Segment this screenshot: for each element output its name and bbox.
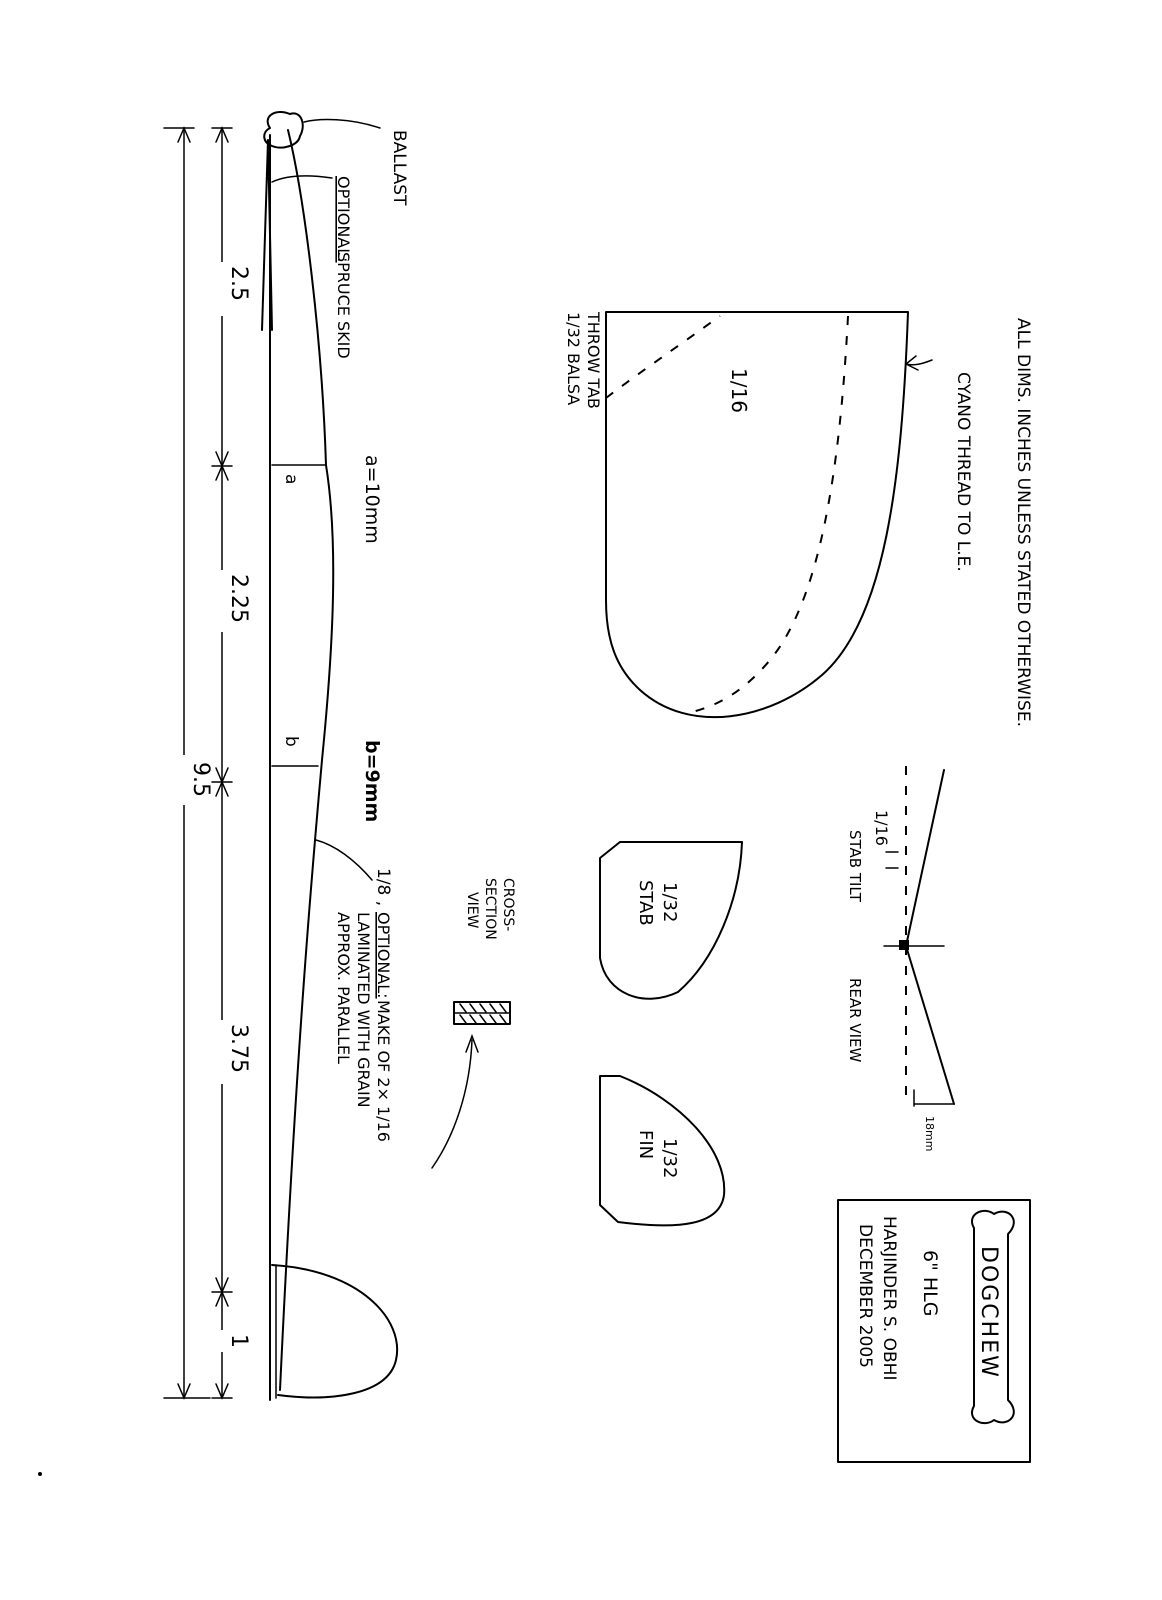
wing-plan: 1/16 THROW TAB 1/32 BALSA CYANO THREAD T… — [564, 311, 973, 719]
ballast-shape — [263, 110, 304, 149]
throw-tab-line — [605, 315, 721, 399]
title-box — [837, 1199, 1031, 1463]
stab-tilt-value: 1/16 — [872, 810, 891, 846]
cross-section-label-2: SECTION — [482, 878, 498, 940]
throw-tab-label-2: 1/32 BALSA — [564, 312, 583, 405]
dim-a-value: a=10mm — [361, 455, 383, 544]
ballast-leader — [303, 118, 381, 129]
cross-section-view — [453, 1001, 511, 1025]
boom-note-2: LAMINATED WITH GRAIN — [354, 912, 373, 1108]
boom-top-profile — [279, 129, 335, 1391]
dim-a-marker: a — [281, 474, 301, 484]
title-block: DOGCHEW 6" HLG HARJINDER S. OBHI DECEMBE… — [837, 1199, 1031, 1463]
title-author: HARJINDER S. OBHI — [879, 1216, 899, 1380]
skid-optional-label: OPTIONAL: — [334, 176, 353, 263]
cross-section-label-3: VIEW — [464, 892, 480, 929]
fin-plan: 1/32 FIN — [599, 1075, 726, 1227]
segment-label-2: 2.25 — [226, 574, 251, 623]
boom-note-1: MAKE OF 2× 1/16 — [374, 1000, 393, 1142]
stab-thickness-label: 1/32 — [659, 882, 680, 922]
cyano-thread-label: CYANO THREAD TO L.E. — [953, 372, 973, 572]
segment-label-1: 2.5 — [226, 266, 251, 301]
dim-b-marker: b — [281, 736, 301, 747]
rear-view-label: REAR VIEW — [846, 978, 864, 1063]
cyano-leader — [904, 355, 933, 371]
title-name: DOGCHEW — [976, 1246, 1001, 1379]
boom-note-3: APPROX. PARALLEL — [334, 912, 353, 1064]
stab-plan: 1/32 STAB — [599, 841, 743, 1000]
title-model: 6" HLG — [919, 1250, 941, 1316]
stab-outline — [599, 841, 743, 1000]
boom-note-leader — [315, 839, 373, 881]
title-date: DECEMBER 2005 — [855, 1224, 875, 1368]
ballast-label: BALLAST — [389, 130, 409, 206]
dim-b-value: b=9mm — [361, 740, 383, 822]
segment-label-3: 3.75 — [226, 1024, 251, 1073]
stab-right-half — [905, 945, 955, 1105]
wing-outline — [605, 311, 909, 719]
throw-tab-label-1: THROW TAB — [584, 311, 603, 409]
fin-label: FIN — [635, 1130, 656, 1159]
boom-optional-label: OPTIONAL: — [374, 912, 393, 999]
fin-side-profile — [271, 1264, 399, 1399]
bone-outline — [971, 1209, 1015, 1425]
stab-left-half — [905, 769, 945, 947]
dihedral-label: 18mm — [923, 1116, 936, 1151]
cross-section-arrow — [431, 1033, 479, 1169]
stray-dot — [38, 1472, 42, 1476]
boom-thickness-label: 1/8 , — [373, 868, 393, 906]
fuselage-dimensions: 9.5 2.5 2.25 3.75 1 — [163, 126, 251, 1400]
fin-outline — [599, 1075, 726, 1227]
overall-length-label: 9.5 — [188, 762, 213, 797]
wing-thickness-label: 1/16 — [727, 368, 751, 413]
segment-label-4: 1 — [226, 1334, 251, 1348]
fin-thickness-label: 1/32 — [659, 1138, 680, 1178]
stab-tilt-label: STAB TILT — [846, 830, 864, 903]
general-note: ALL DIMS. INCHES UNLESS STATED OTHERWISE… — [1013, 318, 1033, 727]
skid-leader — [271, 175, 333, 183]
rear-view: 18mm 1/16 STAB TILT REAR VIEW — [846, 766, 955, 1151]
stab-label: STAB — [635, 880, 656, 926]
fuselage-side-view: BALLAST OPTIONAL: SPRUCE SKID a a=10mm b… — [261, 110, 516, 1401]
cross-section-label-1: CROSS- — [500, 878, 516, 931]
wing-dashed-line — [691, 315, 849, 713]
skid-label: SPRUCE SKID — [334, 252, 353, 359]
